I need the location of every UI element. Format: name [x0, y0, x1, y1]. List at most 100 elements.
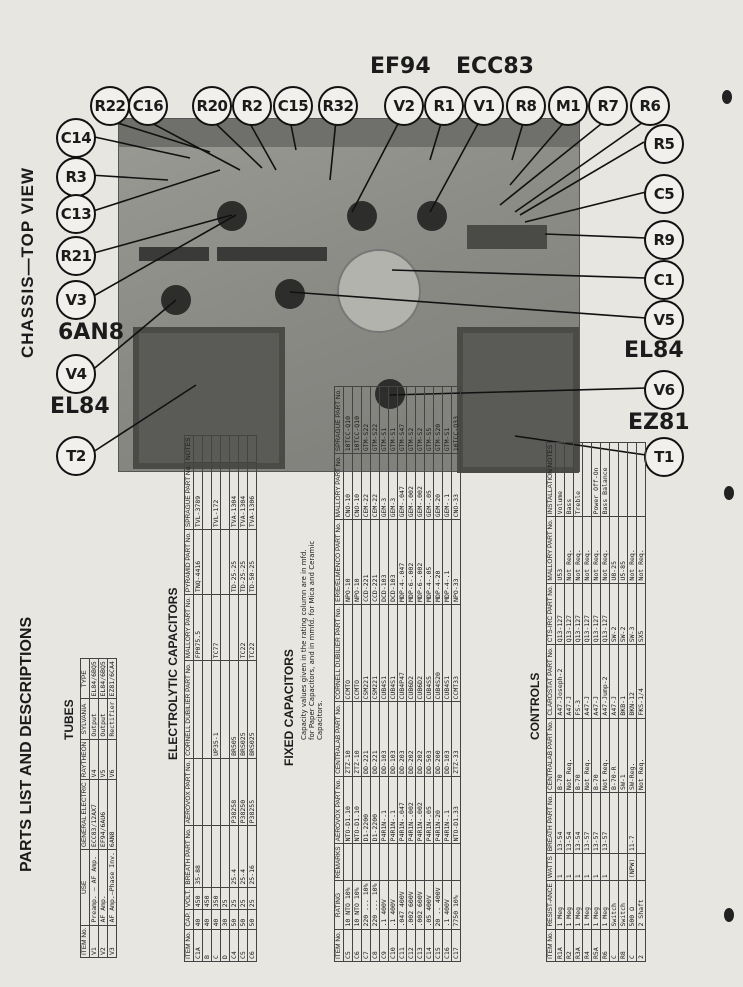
fixed-cell: .1 400V — [379, 881, 389, 930]
fixed-cell: .002 600V — [415, 881, 425, 930]
controls-cell: Switch — [618, 880, 628, 930]
electrolytic-cell: C5 — [238, 929, 248, 962]
electrolytic-cell — [202, 660, 212, 759]
controls-cell: 500 Ω — [627, 880, 637, 930]
fixed-cell — [442, 843, 452, 881]
electrolytic-column-header: CAP. — [184, 909, 194, 930]
electrolytic-title: ELECTROLYTIC CAPACITORS — [166, 587, 180, 760]
electrolytic-column-header: AEROVOX PART No. — [184, 758, 194, 826]
controls-cell: Not Req. — [636, 516, 646, 584]
electrolytic-cell: 30 — [220, 909, 230, 930]
callout-r5: R5 — [644, 124, 684, 164]
fixed-cell: .047 400V — [397, 881, 407, 930]
tubes-cell: AF Amp.—Phase Inv. — [107, 849, 117, 926]
callout-t2: T2 — [56, 436, 96, 476]
fixed-cell: NTO-D1.33 — [451, 776, 461, 844]
controls-cell: Not Req. — [564, 718, 574, 793]
controls-cell: A47-Jump-2 — [600, 644, 610, 719]
fixed-cell: MDP-6-.002 — [415, 519, 425, 605]
slot-mid — [217, 247, 327, 261]
tube-socket-v1 — [417, 201, 447, 231]
fixed-cell: MDP-4-.047 — [397, 519, 407, 605]
fixed-cell: CUB6D2 — [406, 604, 416, 702]
controls-cell: Not Req. — [591, 516, 601, 584]
fixed-column-header: MALLORY PART No. — [334, 453, 344, 520]
callout-c1: C1 — [644, 260, 684, 300]
fixed-cell: P4R1N-.002 — [406, 776, 416, 844]
controls-cell: 1 — [591, 853, 601, 881]
callout-r22: R22 — [90, 86, 130, 126]
controls-cell: SW-3 — [627, 583, 637, 645]
tubes-col-ge: GENERAL ELECTRIC — [80, 779, 90, 850]
fixed-cell: .1 400V — [442, 881, 452, 930]
controls-cell: Q13-127 — [555, 583, 565, 645]
controls-title: CONTROLS — [528, 672, 542, 740]
fixed-note: Capacity values given in the rating colu… — [300, 540, 324, 740]
electrolytic-cell — [202, 435, 212, 463]
fixed-cell: CUB6D2 — [415, 604, 425, 702]
label-ef94: EF94 — [370, 54, 431, 79]
controls-cell: R4 — [582, 929, 592, 962]
tube-socket-v3 — [217, 201, 247, 231]
fixed-cell — [397, 843, 407, 881]
callout-m1: M1 — [548, 86, 588, 126]
fixed-cell: P4R1N-.1 — [379, 776, 389, 844]
electrolytic-cell: 40 — [193, 909, 203, 930]
electrolytic-cell: 35-88 — [193, 825, 203, 888]
tubes-title: TUBES — [62, 699, 76, 740]
electrolytic-cell — [220, 529, 230, 595]
controls-cell: SX5 — [636, 583, 646, 645]
fixed-cell: MDP-4-.1 — [442, 519, 452, 605]
tubes-cell: Preamp. — AF Amp. — [89, 849, 99, 926]
controls-cell: 13-54 — [573, 792, 583, 854]
label-el84-left: EL84 — [50, 394, 110, 419]
electrolytic-column-header: MALLORY PART No. — [184, 594, 194, 661]
callout-r9: R9 — [644, 220, 684, 260]
callout-r6: R6 — [630, 86, 670, 126]
fixed-cell: MDP-6-.002 — [406, 519, 416, 605]
controls-cell: Not Req. — [600, 516, 610, 584]
tubes-cell: Output — [98, 698, 108, 740]
fixed-cell — [343, 843, 353, 881]
callout-t1: T1 — [644, 437, 684, 477]
electrolytic-cell: TNQ-4416 — [193, 529, 203, 595]
electrolytic-cell — [247, 435, 257, 463]
fixed-cell — [388, 843, 398, 881]
tubes-cell: EF94/6AU6 — [98, 779, 108, 850]
electrolytic-cell — [202, 462, 212, 530]
electrolytic-table: ITEM No.CAP.VOLT.BREATH PART No.AEROVOX … — [184, 435, 257, 962]
label-ez81: EZ81 — [628, 410, 690, 435]
fixed-cell: CCD-221 — [370, 519, 380, 605]
callout-c14: C14 — [56, 118, 96, 158]
fixed-cell: 20 .. 400V — [433, 881, 443, 930]
callout-r21: R21 — [56, 236, 96, 276]
tubes-cell: EZ81/6CA4 — [107, 658, 117, 699]
electrolytic-cell: 450 — [193, 887, 203, 910]
fixed-cell: C13 — [415, 929, 425, 962]
electrolytic-cell — [238, 435, 248, 463]
fixed-cell: GEM-3 — [379, 453, 389, 520]
electrolytic-cell: 25 — [220, 887, 230, 910]
fixed-cell: DD-103 — [442, 701, 452, 777]
controls-cell — [582, 442, 592, 517]
chassis-photo — [118, 118, 580, 473]
electrolytic-column-header: CORNELL DUBILIER PART No. — [184, 660, 194, 759]
electrolytic-cell: 25 — [247, 887, 257, 910]
controls-cell: 13-57 — [582, 792, 592, 854]
fixed-cell: CSM221 — [361, 604, 371, 702]
controls-column-header: CENTRALAB PART No. — [546, 718, 556, 793]
electrolytic-cell: C1A — [193, 929, 203, 962]
electrolytic-cell — [202, 594, 212, 661]
fixed-cell — [361, 843, 371, 881]
fixed-cell — [352, 843, 362, 881]
controls-cell: Not Req. — [573, 516, 583, 584]
controls-cell: (NPW) — [627, 853, 637, 881]
electrolytic-cell: TVL-3789 — [193, 462, 203, 530]
